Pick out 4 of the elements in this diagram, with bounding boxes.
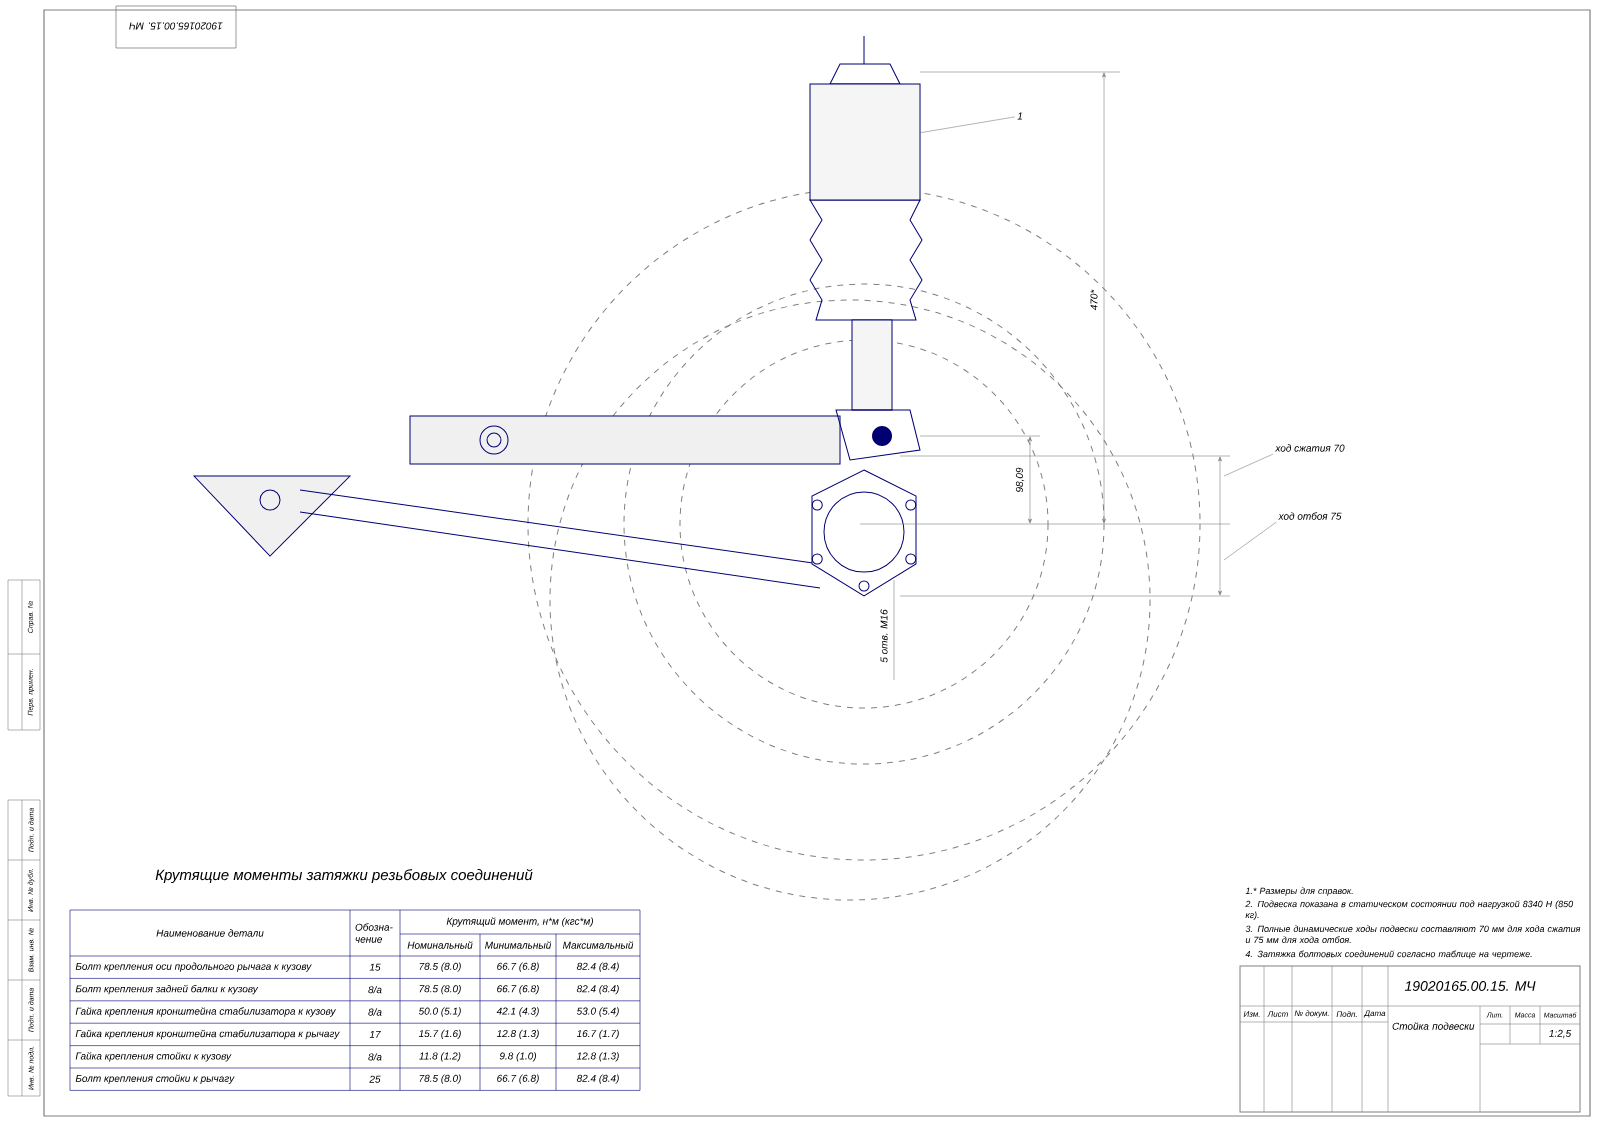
leader-line [1223,453,1274,477]
leader-line [920,116,1016,133]
leader-line [1223,521,1277,561]
strut-body [809,83,921,201]
